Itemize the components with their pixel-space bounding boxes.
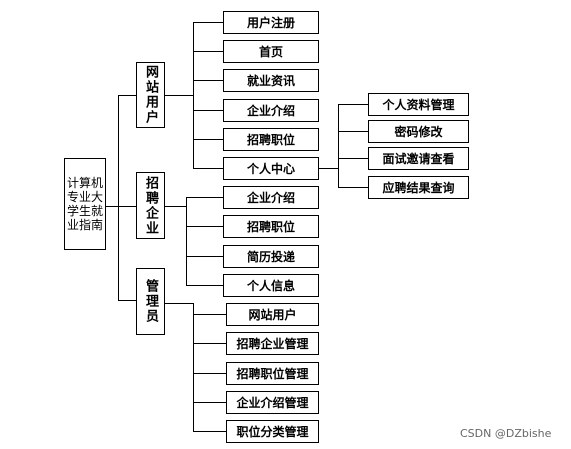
connector-line bbox=[193, 314, 226, 315]
item-node-personal-center: 个人中心 bbox=[223, 157, 319, 180]
connector-line bbox=[193, 22, 223, 23]
group-node-website-user: 网站用户 bbox=[136, 62, 165, 128]
item-node: 企业介绍管理 bbox=[226, 391, 319, 414]
item-node: 企业介绍 bbox=[223, 186, 319, 209]
connector-line bbox=[118, 300, 136, 301]
connector-line bbox=[165, 303, 194, 304]
connector-line bbox=[193, 343, 226, 344]
connector-line bbox=[118, 95, 119, 301]
sub-item-node: 密码修改 bbox=[368, 120, 469, 143]
sub-item-node: 应聘结果查询 bbox=[368, 176, 469, 199]
connector-line bbox=[338, 158, 368, 159]
connector-line bbox=[193, 80, 223, 81]
connector-line bbox=[186, 285, 223, 286]
item-node: 企业介绍 bbox=[223, 99, 319, 122]
connector-line bbox=[118, 206, 136, 207]
sub-item-node: 面试邀请查看 bbox=[368, 147, 469, 170]
connector-line bbox=[165, 206, 187, 207]
sub-item-node: 个人资料管理 bbox=[368, 93, 469, 116]
connector-line bbox=[186, 197, 187, 286]
item-node: 招聘职位管理 bbox=[226, 362, 319, 385]
connector-line bbox=[338, 104, 368, 105]
connector-line bbox=[193, 168, 223, 169]
item-node: 简历投递 bbox=[223, 245, 319, 268]
connector-line bbox=[193, 402, 226, 403]
connector-line bbox=[319, 168, 339, 169]
item-node: 网站用户 bbox=[226, 303, 319, 326]
item-node: 用户注册 bbox=[223, 11, 319, 34]
item-node: 首页 bbox=[223, 40, 319, 63]
connector-line bbox=[186, 256, 223, 257]
connector-line bbox=[193, 110, 223, 111]
connector-line bbox=[338, 187, 368, 188]
connector-line bbox=[193, 431, 226, 432]
connector-line bbox=[186, 226, 223, 227]
connector-line bbox=[106, 206, 119, 207]
connector-line bbox=[186, 197, 223, 198]
connector-line bbox=[193, 22, 194, 169]
item-node: 招聘企业管理 bbox=[226, 332, 319, 355]
connector-line bbox=[118, 95, 136, 96]
item-node: 招聘职位 bbox=[223, 128, 319, 151]
watermark-text: CSDN @DZbishe bbox=[460, 427, 552, 440]
group-node-recruiting-company: 招聘企业 bbox=[136, 172, 165, 239]
connector-line bbox=[193, 373, 226, 374]
root-node: 计算机专业大学生就业指南 bbox=[64, 158, 106, 250]
item-node: 个人信息 bbox=[223, 274, 319, 297]
connector-line bbox=[193, 51, 223, 52]
connector-line bbox=[193, 139, 223, 140]
connector-line bbox=[165, 95, 194, 96]
connector-line bbox=[193, 303, 194, 432]
connector-line bbox=[338, 131, 368, 132]
item-node: 就业资讯 bbox=[223, 69, 319, 92]
item-node: 职位分类管理 bbox=[226, 420, 319, 443]
group-node-admin: 管理员 bbox=[136, 268, 165, 335]
connector-line bbox=[338, 104, 339, 188]
item-node: 招聘职位 bbox=[223, 215, 319, 238]
